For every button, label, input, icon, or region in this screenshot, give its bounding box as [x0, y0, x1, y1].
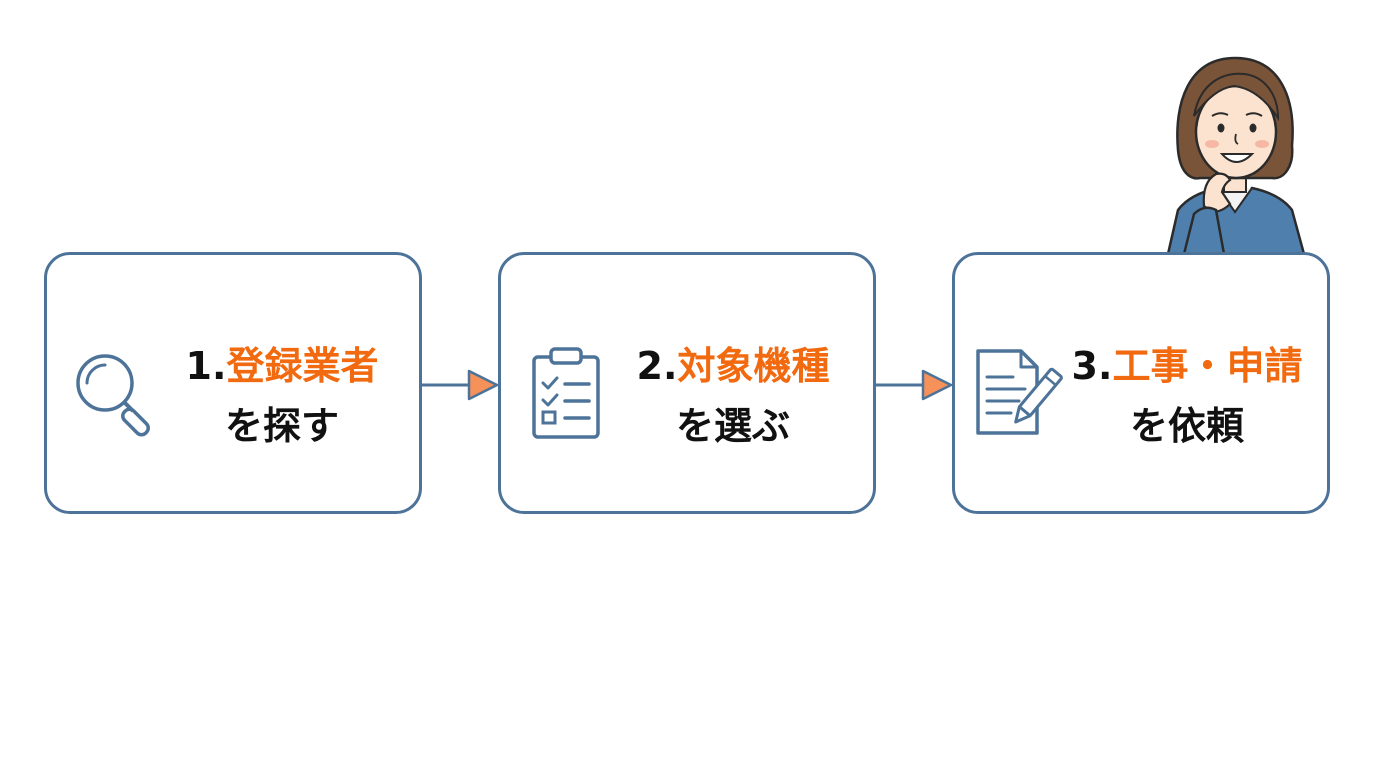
step-number: 3. [1071, 344, 1113, 388]
arrow-right-icon [875, 369, 953, 401]
step-number: 2. [636, 344, 678, 388]
step-label-3: 3.工事・申請 を依頼 [1055, 347, 1319, 445]
step-action: を依頼 [1129, 404, 1244, 448]
clipboard-checklist-icon [532, 347, 600, 439]
step-action: を選ぶ [675, 404, 790, 448]
step-highlight: 登録業者 [226, 344, 379, 388]
thinking-woman-illustration [1166, 56, 1306, 254]
step-label-1: 1.登録業者 を探す [167, 347, 397, 445]
search-icon [76, 354, 150, 437]
step-card-1: 1.登録業者 を探す [44, 252, 422, 514]
step-card-3: 3.工事・申請 を依頼 [952, 252, 1330, 514]
arrow-right-icon [421, 369, 499, 401]
document-pen-icon [976, 349, 1063, 435]
step-highlight: 対象機種 [677, 344, 830, 388]
step-number: 1. [185, 344, 227, 388]
step-highlight: 工事・申請 [1112, 344, 1303, 388]
step-label-2: 2.対象機種 を選ぶ [613, 347, 853, 445]
step-card-2: 2.対象機種 を選ぶ [498, 252, 876, 514]
step-action: を探す [224, 404, 339, 448]
